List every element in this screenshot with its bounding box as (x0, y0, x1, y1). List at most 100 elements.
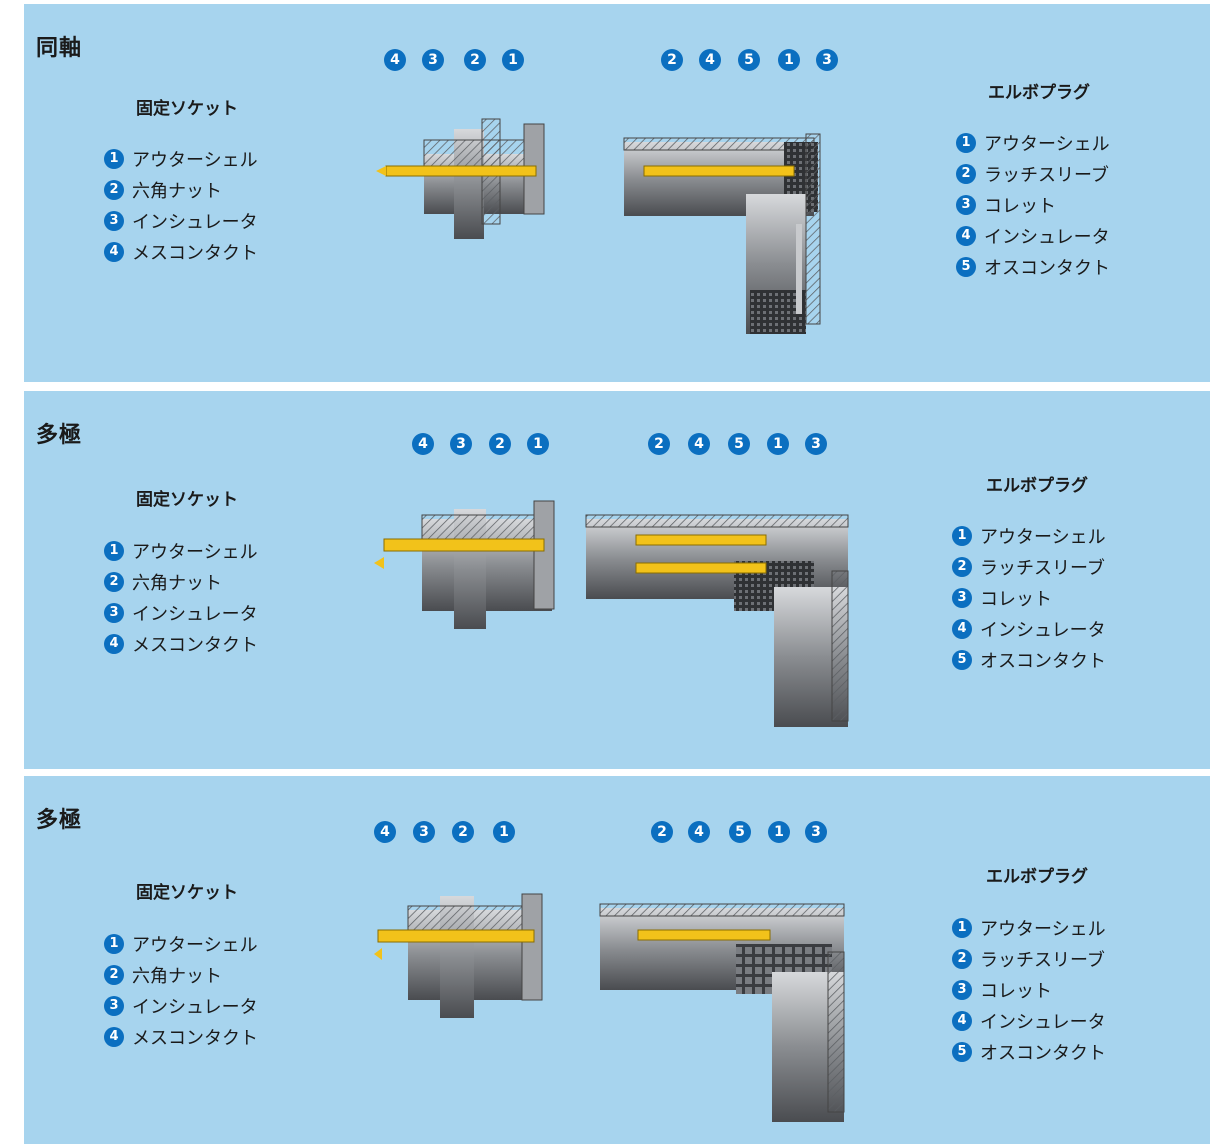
legend-item: 1 アウターシェル (952, 520, 1106, 551)
legend-label: 六角ナット (132, 965, 222, 987)
legend-item: 1 アウターシェル (104, 143, 258, 174)
legend-item: 3 コレット (952, 974, 1106, 1005)
legend-item: 1 アウターシェル (104, 535, 258, 566)
legend-number-badge: 3 (104, 210, 124, 231)
legend-label: 六角ナット (132, 180, 222, 202)
legend-item: 2 ラッチスリーブ (952, 551, 1106, 582)
legend-item: 3 インシュレータ (104, 205, 258, 236)
legend-label: アウターシェル (980, 918, 1106, 940)
legend-label: ラッチスリーブ (984, 164, 1109, 186)
legend-number-badge: 3 (952, 979, 972, 1000)
legend-label: オスコンタクト (984, 257, 1110, 279)
legend-label: インシュレータ (984, 226, 1110, 248)
legend-label: アウターシェル (132, 934, 258, 956)
legend-label: インシュレータ (980, 1011, 1106, 1033)
legend-number-badge: 4 (956, 225, 976, 246)
legend-number-badge: 2 (956, 163, 976, 184)
legend-label: インシュレータ (132, 996, 258, 1018)
legend-label: アウターシェル (132, 149, 258, 171)
connector-cutaway-illustrations (374, 893, 845, 1122)
legend-number-badge: 1 (952, 525, 972, 546)
legend-item: 3 コレット (952, 582, 1106, 613)
legend-label: アウターシェル (132, 541, 258, 563)
legend-item: 2 六角ナット (104, 959, 258, 990)
legend-number-badge: 1 (104, 148, 124, 169)
legend-number-badge: 1 (104, 540, 124, 561)
legend-number-badge: 3 (104, 995, 124, 1016)
legend-label: オスコンタクト (980, 650, 1106, 672)
legend-number-badge: 1 (952, 917, 972, 938)
legend-label: アウターシェル (984, 133, 1110, 155)
plug-legend: 1 アウターシェル 2 ラッチスリーブ 3 コレット 4 インシュレータ 5 オスコンタク… (956, 127, 1110, 282)
section-title: 同軸 (36, 36, 83, 61)
legend-label: インシュレータ (132, 211, 258, 233)
section-title: 多極 (36, 808, 83, 833)
legend-number-badge: 4 (104, 633, 124, 654)
legend-label: コレット (980, 980, 1052, 1002)
plug-legend: 1 アウターシェル 2 ラッチスリーブ 3 コレット 4 インシュレータ 5 オスコンタク… (952, 912, 1106, 1067)
legend-item: 1 アウターシェル (956, 127, 1110, 158)
legend-item: 5 オスコンタクト (952, 1036, 1106, 1067)
legend-number-badge: 4 (952, 1010, 972, 1031)
socket-title: 固定ソケット (136, 490, 238, 510)
elbow-plug-drawing (585, 514, 849, 727)
legend-number-badge: 2 (952, 556, 972, 577)
legend-item: 3 コレット (956, 189, 1110, 220)
section-multipole: 多極 固定ソケット 1 アウターシェル 2 六角ナット 3 インシュレータ 4 メスコン… (24, 391, 1210, 769)
legend-label: コレット (980, 588, 1052, 610)
socket-title: 固定ソケット (136, 883, 238, 903)
legend-label: メスコンタクト (132, 242, 258, 264)
legend-number-badge: 3 (956, 194, 976, 215)
legend-number-badge: 3 (104, 602, 124, 623)
legend-label: ラッチスリーブ (980, 557, 1105, 579)
legend-number-badge: 2 (104, 964, 124, 985)
legend-label: インシュレータ (980, 619, 1106, 641)
legend-item: 2 ラッチスリーブ (952, 943, 1106, 974)
legend-item: 4 メスコンタクト (104, 628, 258, 659)
legend-number-badge: 1 (956, 132, 976, 153)
legend-label: メスコンタクト (132, 1027, 258, 1049)
legend-item: 2 六角ナット (104, 174, 258, 205)
legend-number-badge: 5 (956, 256, 976, 277)
legend-label: インシュレータ (132, 603, 258, 625)
legend-item: 4 インシュレータ (952, 1005, 1106, 1036)
legend-label: コレット (984, 195, 1056, 217)
legend-number-badge: 2 (104, 179, 124, 200)
plug-title: エルボプラグ (988, 83, 1090, 103)
section-title: 多極 (36, 423, 83, 448)
legend-item: 4 インシュレータ (956, 220, 1110, 251)
plug-title: エルボプラグ (986, 476, 1088, 496)
elbow-plug-drawing (599, 903, 845, 1122)
legend-number-badge: 2 (952, 948, 972, 969)
legend-label: アウターシェル (980, 526, 1106, 548)
legend-label: オスコンタクト (980, 1042, 1106, 1064)
legend-number-badge: 3 (952, 587, 972, 608)
connector-cutaway-illustrations (376, 118, 821, 334)
legend-label: メスコンタクト (132, 634, 258, 656)
legend-label: ラッチスリーブ (980, 949, 1105, 971)
fixed-socket-drawing (374, 500, 555, 629)
legend-item: 1 アウターシェル (104, 928, 258, 959)
fixed-socket-drawing (376, 118, 545, 239)
legend-item: 5 オスコンタクト (956, 251, 1110, 282)
socket-title: 固定ソケット (136, 99, 238, 119)
legend-number-badge: 5 (952, 1041, 972, 1062)
legend-item: 4 インシュレータ (952, 613, 1106, 644)
legend-number-badge: 4 (952, 618, 972, 639)
legend-number-badge: 2 (104, 571, 124, 592)
legend-number-badge: 1 (104, 933, 124, 954)
elbow-plug-drawing (623, 133, 821, 334)
connector-cutaway-illustrations (374, 500, 849, 727)
legend-item: 1 アウターシェル (952, 912, 1106, 943)
section-multipole: 多極 固定ソケット 1 アウターシェル 2 六角ナット 3 インシュレータ 4 メスコン… (24, 776, 1210, 1144)
legend-label: 六角ナット (132, 572, 222, 594)
legend-item: 3 インシュレータ (104, 990, 258, 1021)
legend-item: 2 六角ナット (104, 566, 258, 597)
plug-title: エルボプラグ (986, 867, 1088, 887)
